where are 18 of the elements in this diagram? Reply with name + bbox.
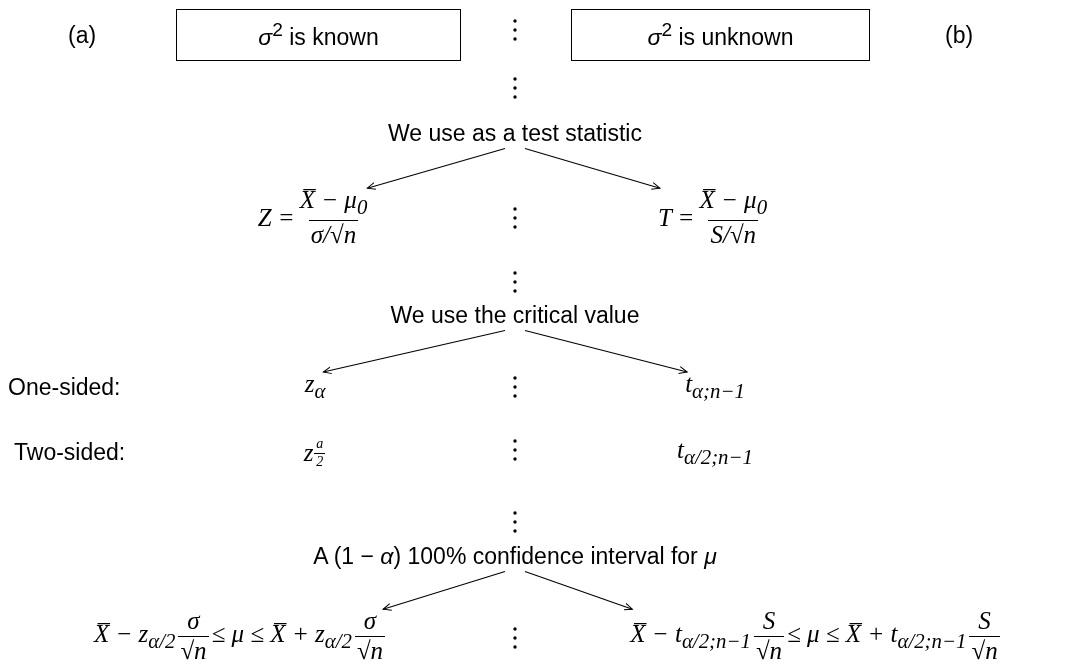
arrow: [524, 329, 688, 374]
arrow: [322, 329, 506, 375]
arrow: [524, 570, 633, 611]
formula: t$_{α/2;n−1}$: [550, 425, 880, 481]
row-label: Two-sided:: [14, 438, 126, 466]
formula: t$_{α;n−1}$: [550, 356, 880, 418]
arrow: [382, 570, 506, 611]
arrow: [524, 147, 661, 190]
step-text: A (1 − α) 100% confidence interval for μ: [250, 538, 780, 574]
arrow: [366, 147, 506, 190]
panel-label: (a): [68, 21, 97, 49]
row-label: One-sided:: [8, 373, 121, 401]
step-text: We use as a test statistic: [330, 116, 700, 150]
panel-label: (b): [945, 21, 974, 49]
formula: z$_{α}$: [150, 356, 480, 418]
step-text: We use the critical value: [330, 298, 700, 332]
condition-box: σ$^{2}$ is known: [176, 9, 461, 61]
condition-box: σ$^{2}$ is unknown: [571, 9, 870, 61]
